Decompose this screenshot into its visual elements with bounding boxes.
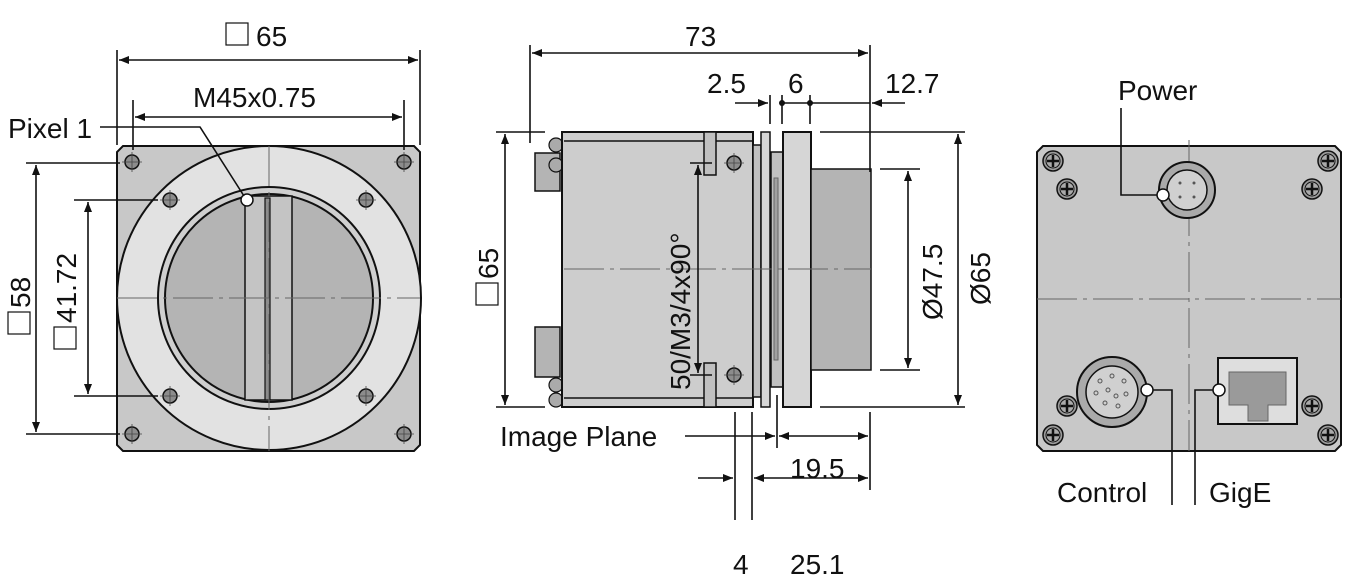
- dimension-6: 6: [788, 68, 804, 99]
- gige-label: GigE: [1209, 477, 1271, 508]
- power-label: Power: [1118, 75, 1197, 106]
- lens-diameter-dimension: Ø47.5: [917, 244, 948, 320]
- thread-dimension: M45x0.75: [193, 82, 316, 113]
- power-connector: [1158, 161, 1216, 219]
- front-view: 65 M45x0.75 Pixel 1 58 41.72: [5, 21, 422, 452]
- line-sensor: [264, 197, 271, 401]
- length-dimension: 73: [685, 21, 716, 52]
- dimension-12-7: 12.7: [885, 68, 940, 99]
- control-connector: [1076, 356, 1148, 428]
- dimension-2-5: 2.5: [707, 68, 746, 99]
- dimension-4: 4: [733, 549, 749, 580]
- inner-hole-pitch-dimension: 41.72: [51, 253, 82, 323]
- dimension-25-1: 25.1: [790, 549, 845, 580]
- dimension-19-5: 19.5: [790, 453, 845, 484]
- image-plane-label: Image Plane: [500, 421, 657, 452]
- control-label: Control: [1057, 477, 1147, 508]
- height-dimension: 65: [473, 248, 504, 279]
- mount-hole-dimension: 50/M3/4x90°: [665, 232, 696, 390]
- width-dimension: 65: [256, 21, 287, 52]
- back-view: Power Control GigE: [1036, 75, 1342, 508]
- flange-diameter-dimension: Ø65: [965, 252, 996, 305]
- pixel-1-label: Pixel 1: [8, 113, 92, 144]
- outer-hole-pitch-dimension: 58: [5, 277, 36, 308]
- side-view: 73 2.5 6 12.7 65 50/M3/4x90° Ø47.5 Ø65 I…: [473, 21, 996, 580]
- pixel-1-marker: [240, 193, 254, 207]
- gige-connector: [1217, 357, 1298, 425]
